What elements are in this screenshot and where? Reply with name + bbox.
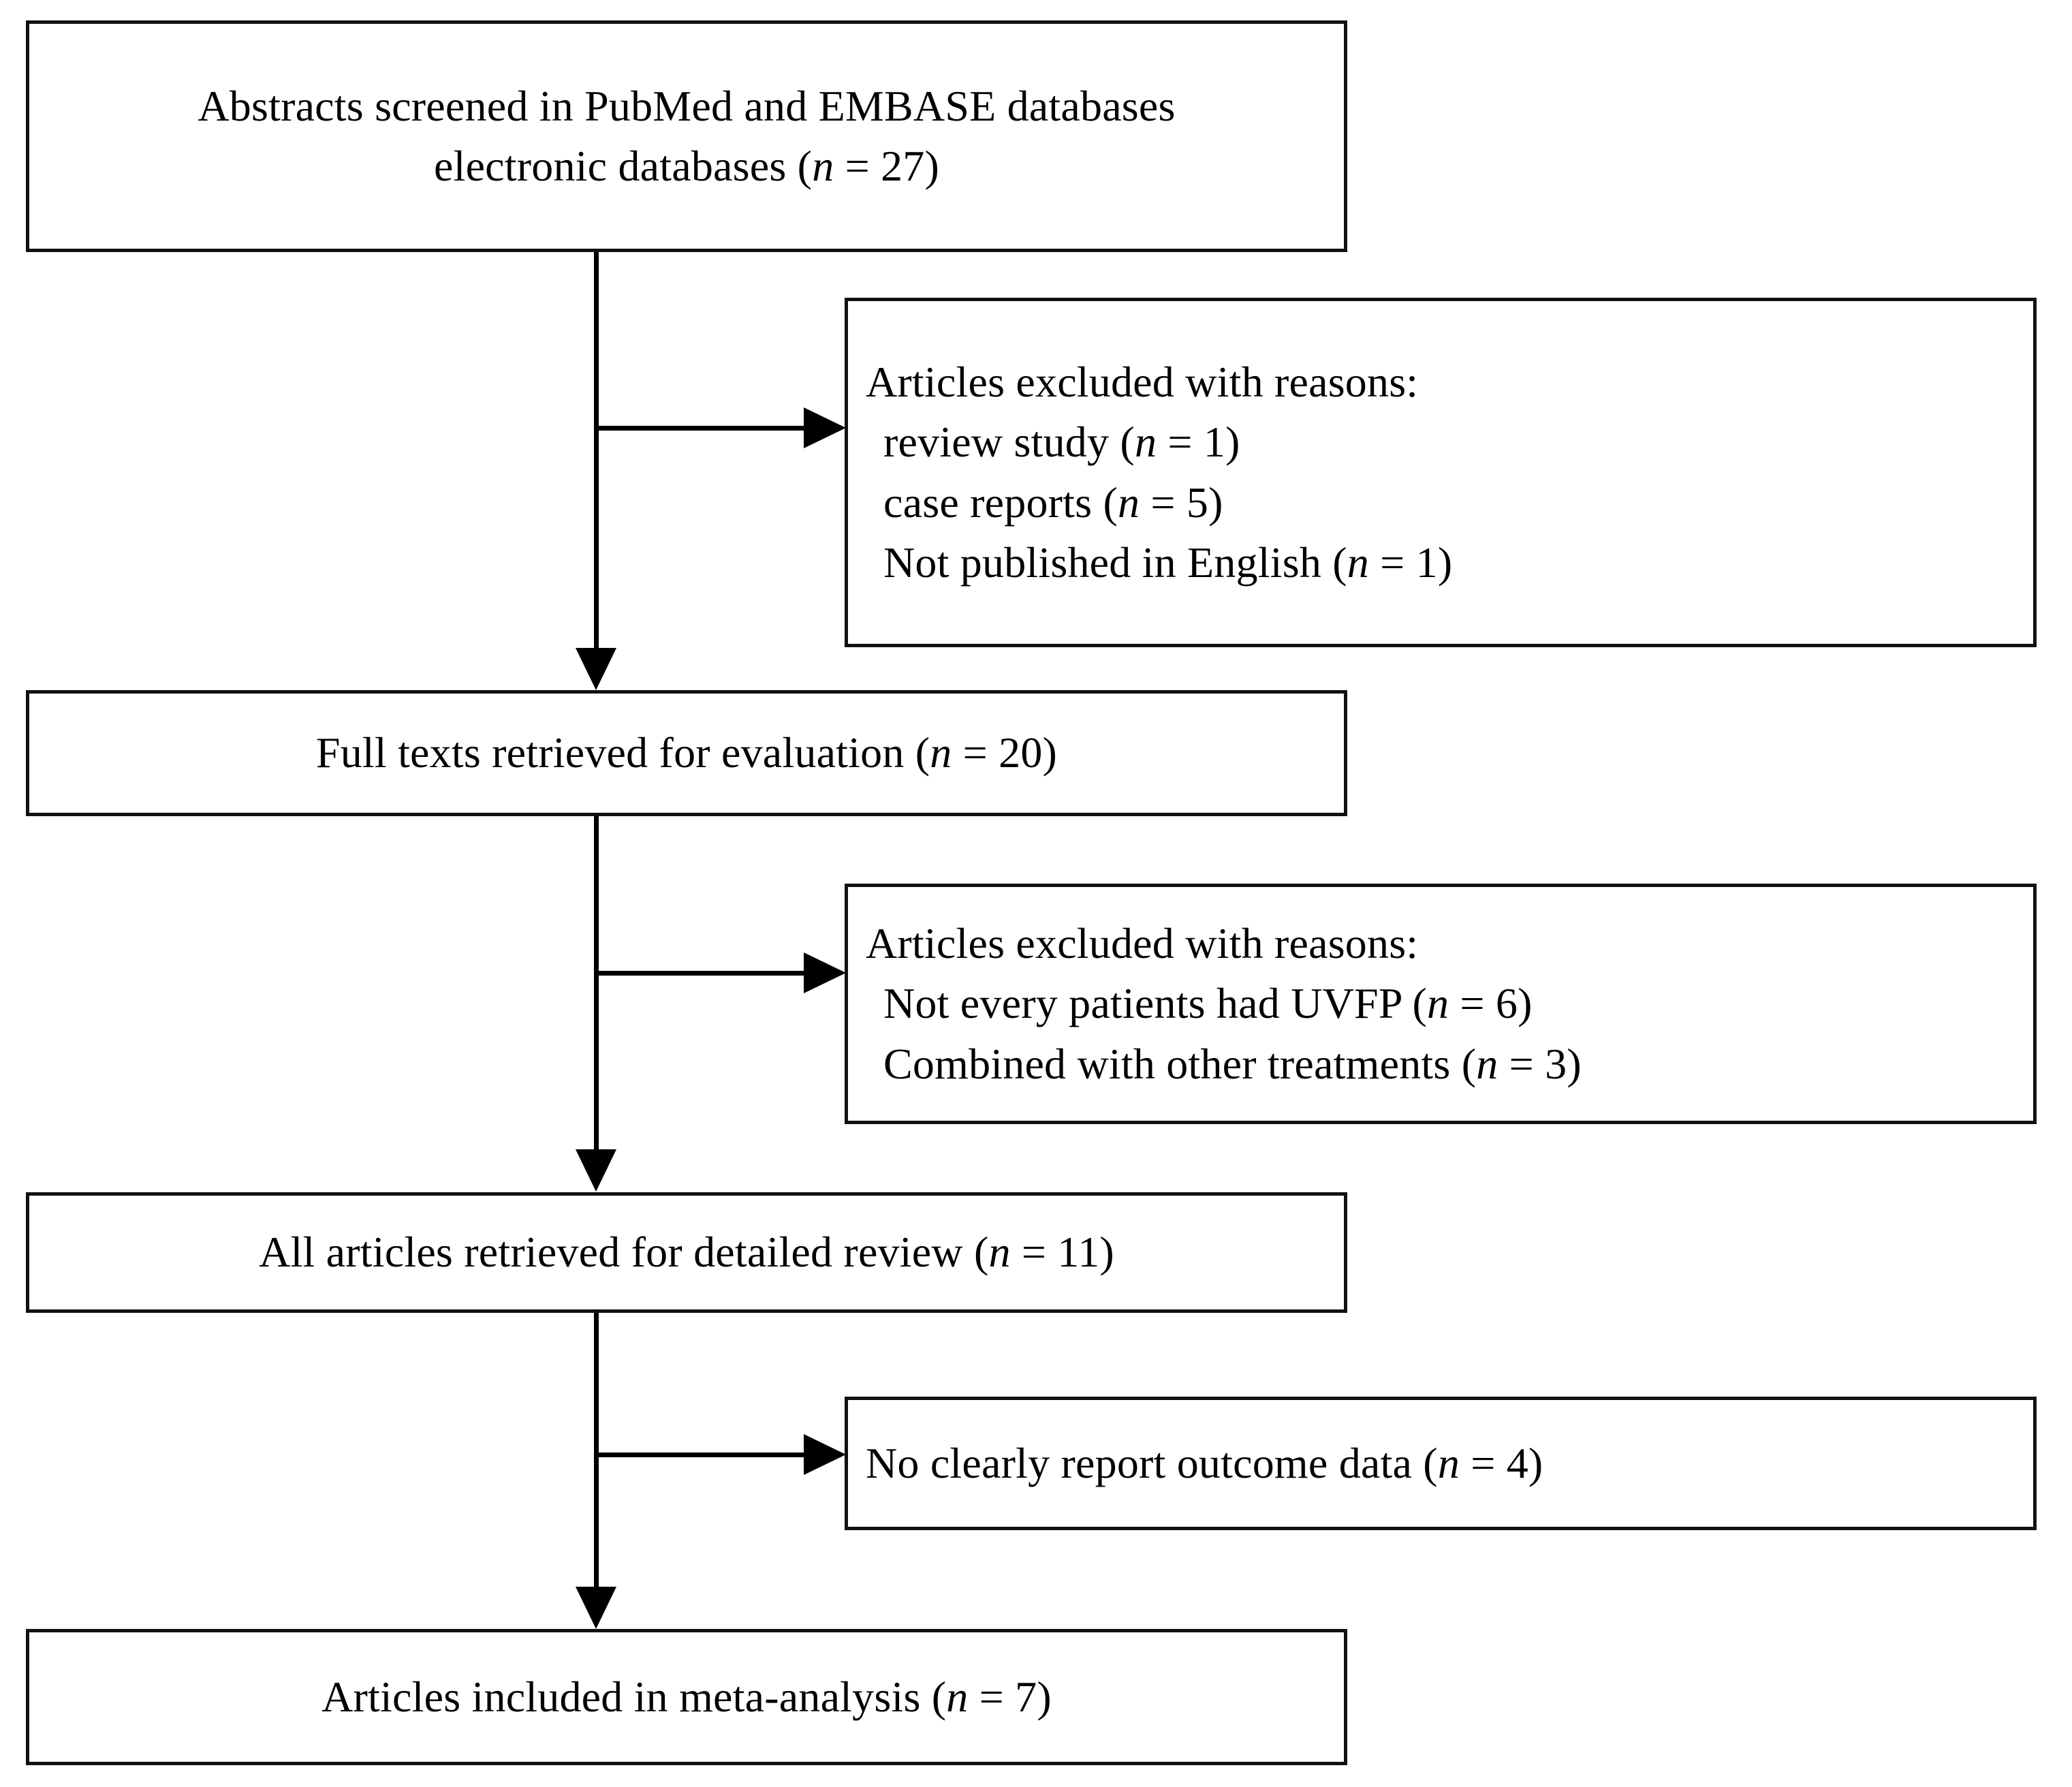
text-fragment: Articles included in meta-analysis ( — [321, 1672, 947, 1721]
italic-n: n — [946, 1672, 969, 1721]
italic-n: n — [988, 1228, 1011, 1277]
arrow-down-1-icon — [576, 648, 616, 690]
text-fragment: Full texts retrieved for evaluation ( — [315, 728, 930, 777]
node-articles-excluded-1-heading: Articles excluded with reasons: — [866, 357, 1419, 406]
node-articles-excluded-1: Articles excluded with reasons: review s… — [845, 298, 2037, 647]
node-detailed-review: All articles retrieved for detailed revi… — [26, 1192, 1347, 1313]
node-articles-excluded-1-reason-3: Not published in English (n = 1) — [866, 533, 1452, 593]
text-fragment: Not published in English ( — [883, 538, 1347, 587]
node-abstracts-screened-line-1: Abstracts screened in PubMed and EMBASE … — [198, 81, 1176, 130]
connector-branch-3 — [594, 1452, 805, 1457]
text-fragment: All articles retrieved for detailed revi… — [259, 1228, 989, 1277]
italic-n: n — [1476, 1039, 1498, 1088]
arrow-right-1-icon — [804, 407, 846, 448]
node-articles-excluded-2-heading: Articles excluded with reasons: — [866, 919, 1419, 968]
text-fragment: = 4) — [1460, 1438, 1543, 1487]
node-articles-excluded-3-reason-1: No clearly report outcome data (n = 4) — [866, 1433, 1543, 1493]
text-fragment: = 27) — [834, 142, 940, 190]
text-fragment: = 11) — [1010, 1228, 1114, 1277]
arrow-right-3-icon — [804, 1434, 846, 1475]
italic-n: n — [930, 728, 952, 777]
connector-branch-1 — [594, 426, 805, 431]
node-articles-excluded-2-reason-1: Not every patients had UVFP (n = 6) — [866, 974, 1533, 1034]
connector-trunk-3 — [594, 1313, 599, 1588]
node-articles-excluded-1-reason-2: case reports (n = 5) — [866, 473, 1223, 533]
arrow-down-3-icon — [576, 1587, 616, 1629]
text-fragment: No clearly report outcome data ( — [866, 1438, 1438, 1487]
node-abstracts-screened: Abstracts screened in PubMed and EMBASE … — [26, 20, 1347, 252]
node-included-in-meta-analysis-line-1: Articles included in meta-analysis (n = … — [321, 1667, 1052, 1727]
connector-trunk-1 — [594, 252, 599, 651]
italic-n: n — [1134, 418, 1157, 467]
node-abstracts-screened-line-2: electronic databases (n = 27) — [434, 136, 939, 196]
node-included-in-meta-analysis: Articles included in meta-analysis (n = … — [26, 1629, 1347, 1765]
text-fragment: = 7) — [968, 1672, 1052, 1721]
text-fragment: Not every patients had UVFP ( — [883, 979, 1427, 1028]
node-detailed-review-line-1: All articles retrieved for detailed revi… — [259, 1222, 1114, 1282]
text-fragment: = 3) — [1498, 1039, 1582, 1088]
connector-branch-2 — [594, 971, 805, 976]
text-fragment: = 1) — [1157, 418, 1240, 467]
connector-trunk-2 — [594, 816, 599, 1151]
node-full-texts-retrieved-line-1: Full texts retrieved for evaluation (n =… — [316, 723, 1057, 783]
italic-n: n — [1437, 1438, 1460, 1487]
arrow-down-2-icon — [576, 1149, 616, 1192]
text-fragment: = 5) — [1140, 478, 1223, 527]
text-fragment: review study ( — [883, 418, 1135, 467]
text-fragment: Combined with other treatments ( — [883, 1039, 1477, 1088]
italic-n: n — [1347, 538, 1369, 587]
node-full-texts-retrieved: Full texts retrieved for evaluation (n =… — [26, 690, 1347, 816]
text-fragment: = 1) — [1368, 538, 1453, 587]
node-articles-excluded-3: No clearly report outcome data (n = 4) — [845, 1397, 2037, 1530]
text-fragment: case reports ( — [883, 478, 1118, 527]
node-articles-excluded-1-reason-1: review study (n = 1) — [866, 412, 1240, 472]
italic-n: n — [1426, 979, 1449, 1028]
text-fragment: = 6) — [1449, 979, 1533, 1028]
italic-n: n — [812, 142, 834, 190]
text-fragment: electronic databases ( — [433, 142, 813, 190]
text-fragment: = 20) — [952, 728, 1058, 777]
italic-n: n — [1117, 478, 1140, 527]
arrow-right-2-icon — [804, 952, 846, 993]
node-articles-excluded-2: Articles excluded with reasons: Not ever… — [845, 884, 2037, 1124]
node-articles-excluded-2-reason-2: Combined with other treatments (n = 3) — [866, 1034, 1582, 1094]
